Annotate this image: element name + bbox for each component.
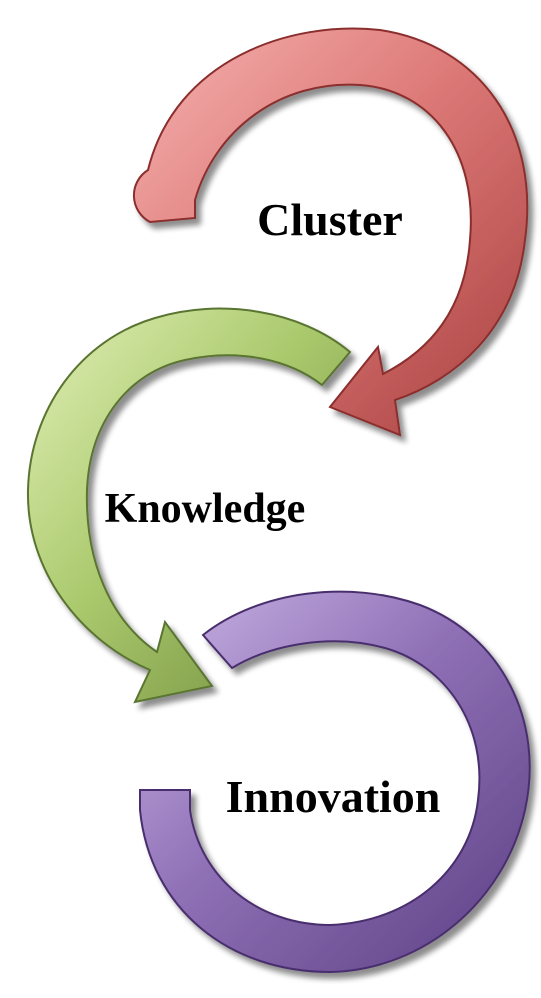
innovation-arrow-shape (139, 590, 531, 974)
cluster-arrow (132, 27, 529, 437)
knowledge-arrow (26, 307, 352, 704)
cluster-arrow-shape (132, 27, 529, 437)
knowledge-arrow-shape (26, 307, 352, 704)
innovation-arrow (139, 590, 531, 974)
innovation-label: Innovation (226, 771, 441, 822)
knowledge-label: Knowledge (105, 486, 306, 532)
cluster-label: Cluster (257, 194, 403, 245)
